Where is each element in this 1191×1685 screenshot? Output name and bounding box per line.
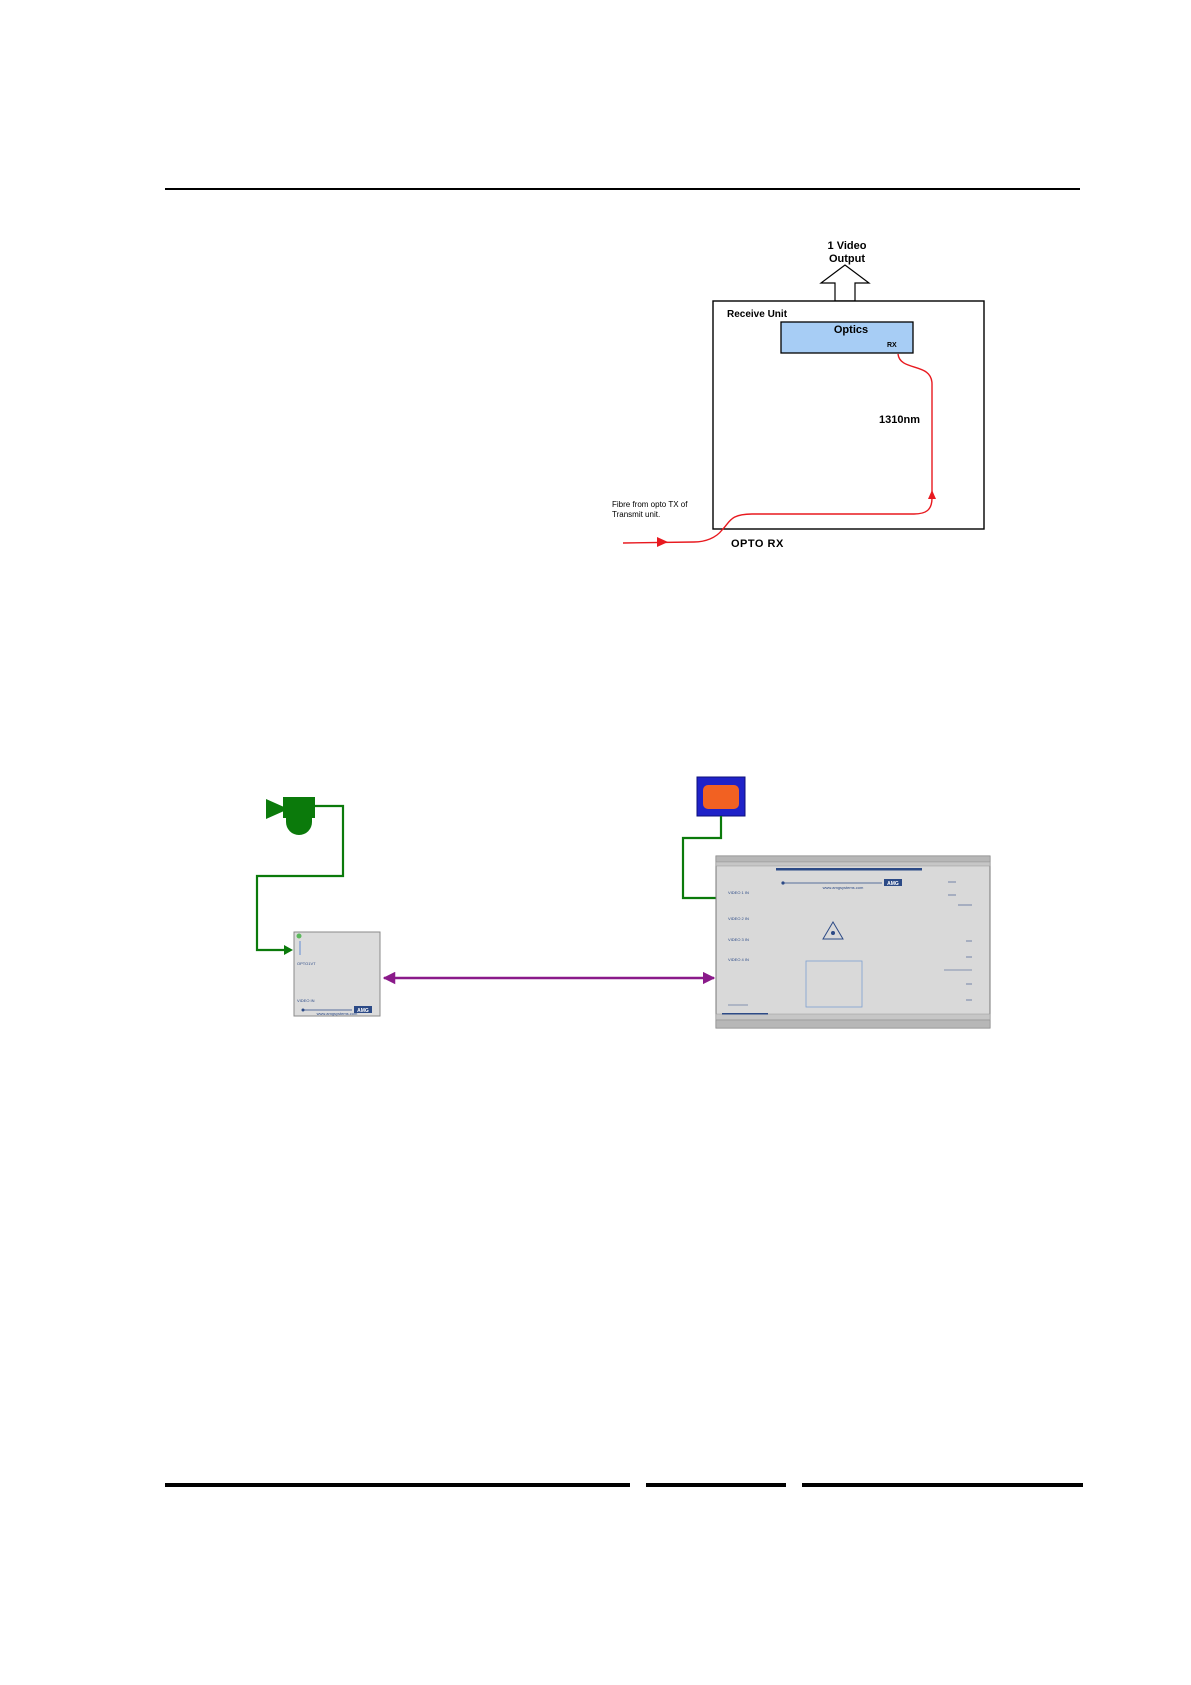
transmitter-url: www.amgsystems.com	[317, 1011, 358, 1016]
transmitter-port-label: VIDEO IN	[297, 998, 315, 1003]
camera-cable-arrowhead	[284, 945, 293, 955]
transmitter-model-label: OPTO1VT	[297, 961, 316, 966]
receiver-brand-text: AMG	[887, 881, 899, 887]
wavelength-label: 1310nm	[879, 414, 920, 426]
rack-channel-label: VIDEO 3 IN	[728, 937, 749, 942]
rack-channel-label: VIDEO 4 IN	[728, 957, 749, 962]
video-output-label-line2: Output	[829, 253, 865, 265]
optics-label: Optics	[834, 324, 868, 336]
video-output-label-line1: 1 Video	[828, 240, 867, 252]
power-led-icon	[297, 934, 302, 939]
monitor-icon	[697, 777, 745, 816]
opto-rx-label: OPTO RX	[731, 538, 784, 550]
output-arrow-icon	[821, 265, 869, 301]
transmitter-unit: OPTO1VT VIDEO IN AMG www.amgsystems.com	[294, 932, 380, 1016]
camera-icon	[266, 797, 315, 835]
rack-channel-label: VIDEO 2 IN	[728, 916, 749, 921]
incoming-fibre-arrowhead	[657, 537, 668, 547]
rx-label: RX	[887, 342, 897, 349]
fibre-note-line2: Transmit unit.	[612, 510, 660, 519]
fibre-note-line1: Fibre from opto TX of	[612, 500, 688, 509]
receive-unit-label: Receive Unit	[727, 309, 788, 320]
monitor-cable	[683, 816, 721, 898]
receive-unit-diagram: 1 Video Output Receive Unit Optics RX 13…	[612, 240, 984, 550]
transmitter-brand-text: AMG	[357, 1008, 369, 1014]
system-diagram: OPTO1VT VIDEO IN AMG www.amgsystems.com	[257, 777, 990, 1028]
receiver-rack: AMG www.amgsystems.com VIDEO 1 IN VIDEO …	[716, 856, 990, 1028]
rack-channel-label: VIDEO 1 IN	[728, 890, 749, 895]
receiver-url: www.amgsystems.com	[823, 885, 864, 890]
